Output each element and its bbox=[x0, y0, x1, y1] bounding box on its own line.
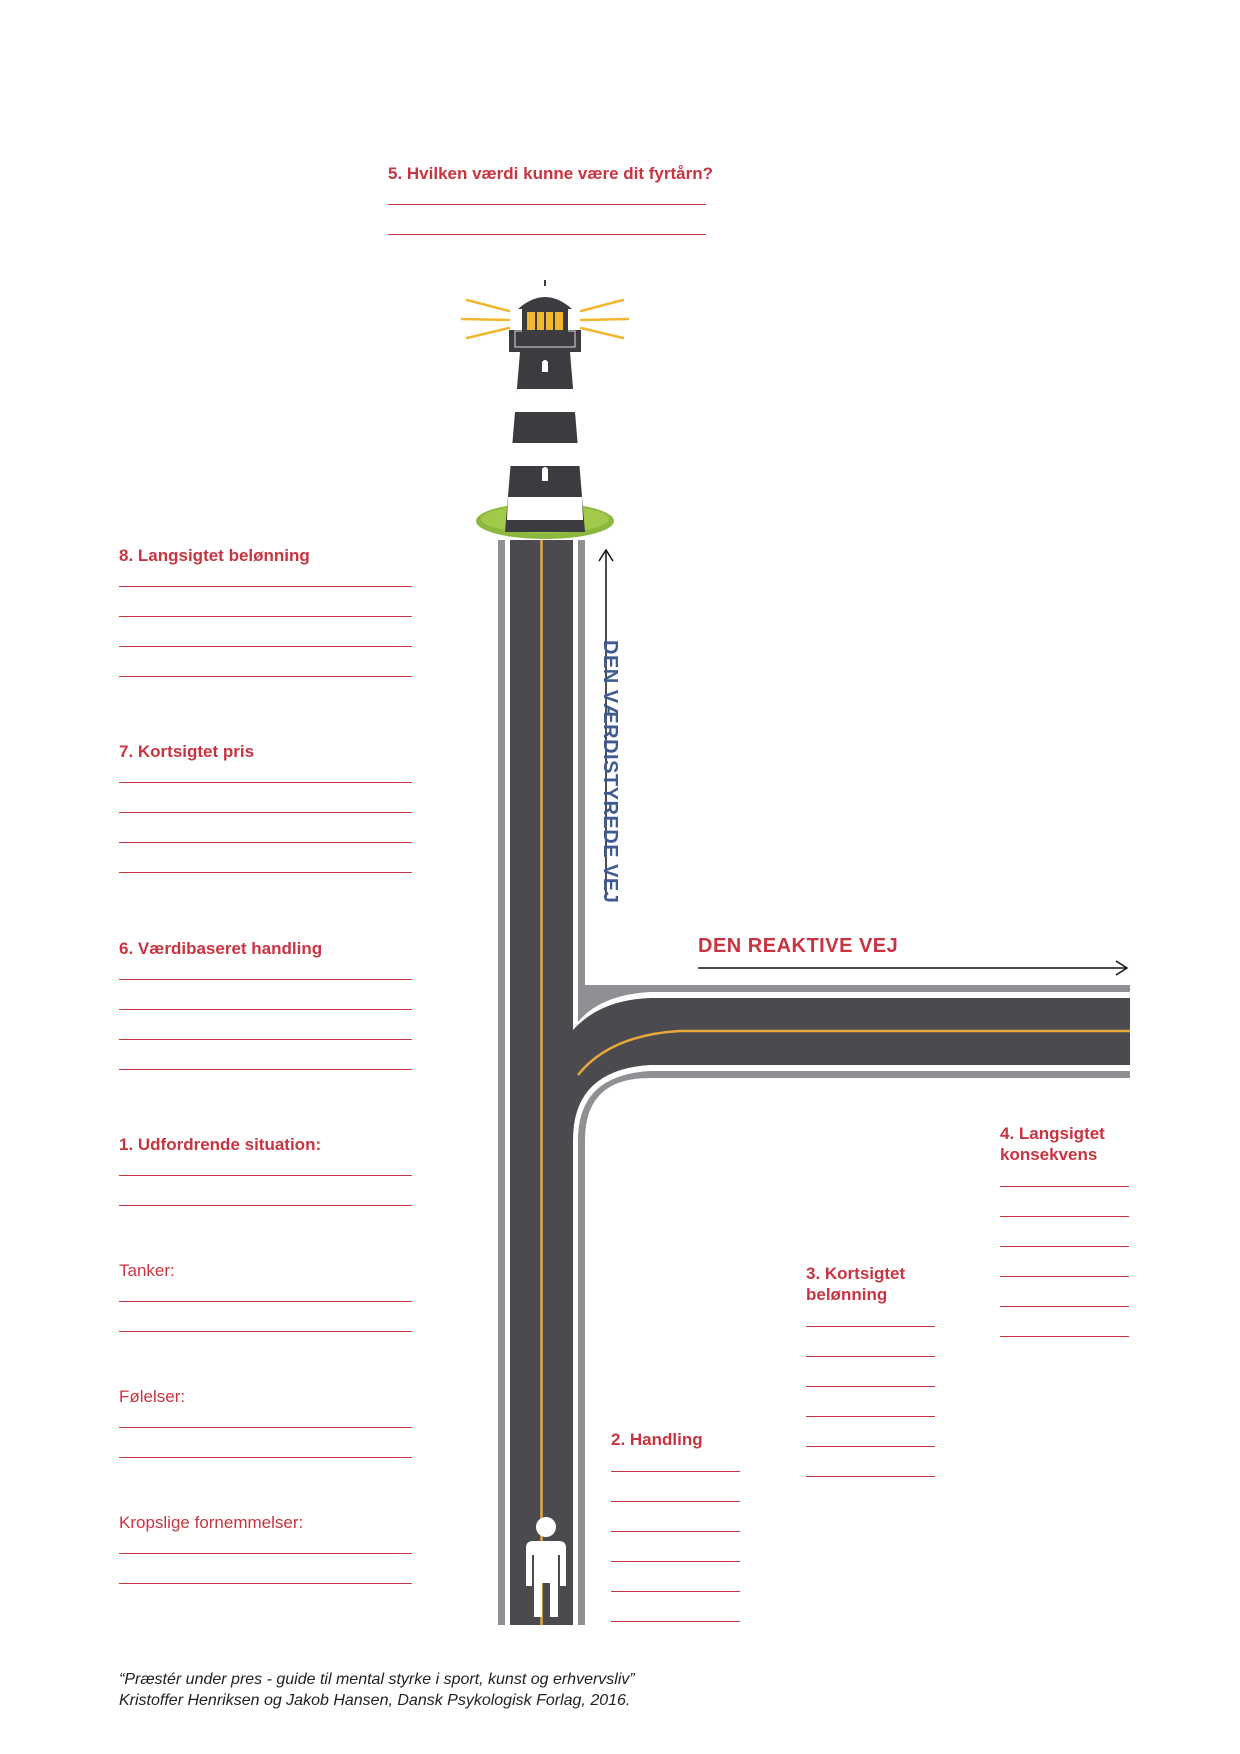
answer-line[interactable] bbox=[611, 1561, 740, 1562]
answer-line[interactable] bbox=[388, 204, 706, 205]
reactive-path-arrow bbox=[698, 960, 1129, 976]
answer-line[interactable] bbox=[119, 646, 412, 647]
answer-line[interactable] bbox=[806, 1476, 935, 1477]
road bbox=[498, 540, 1130, 1625]
answer-line[interactable] bbox=[611, 1471, 740, 1472]
answer-line[interactable] bbox=[119, 842, 412, 843]
answer-line[interactable] bbox=[119, 1069, 412, 1070]
answer-line[interactable] bbox=[806, 1356, 935, 1357]
reactive-path-label: DEN REAKTIVE VEJ bbox=[698, 935, 899, 957]
answer-line[interactable] bbox=[119, 1301, 412, 1302]
answer-line[interactable] bbox=[1000, 1336, 1129, 1337]
answer-line[interactable] bbox=[1000, 1216, 1129, 1217]
answer-line[interactable] bbox=[611, 1531, 740, 1532]
answer-line[interactable] bbox=[806, 1416, 935, 1417]
answer-line[interactable] bbox=[388, 234, 706, 235]
answer-line[interactable] bbox=[1000, 1276, 1129, 1277]
value-path-arrow bbox=[598, 548, 614, 900]
answer-line[interactable] bbox=[1000, 1186, 1129, 1187]
label-challenging-situation: 1. Udfordrende situation: bbox=[119, 1135, 322, 1154]
citation-authors: Kristoffer Henriksen og Jakob Hansen, Da… bbox=[119, 1692, 631, 1709]
answer-line[interactable] bbox=[119, 1583, 412, 1584]
answer-lines-value-based-action bbox=[119, 979, 412, 1099]
value-driven-path-label: DEN VÆRDISTYREDE VEJ bbox=[599, 640, 621, 904]
answer-line[interactable] bbox=[806, 1446, 935, 1447]
answer-line[interactable] bbox=[611, 1591, 740, 1592]
answer-line[interactable] bbox=[119, 872, 412, 873]
answer-line[interactable] bbox=[119, 812, 412, 813]
answer-line[interactable] bbox=[806, 1326, 935, 1327]
answer-line[interactable] bbox=[119, 1553, 412, 1554]
answer-line[interactable] bbox=[119, 1205, 412, 1206]
citation-title: “Præstér under pres - guide til mental s… bbox=[119, 1671, 635, 1688]
label-long-term-consequence: 4. Langsigtet konsekvens bbox=[1000, 1124, 1105, 1164]
answer-line[interactable] bbox=[119, 676, 412, 677]
answer-line[interactable] bbox=[119, 616, 412, 617]
citation: “Præstér under pres - guide til mental s… bbox=[119, 1669, 635, 1711]
label-long-term-reward: 8. Langsigtet belønning bbox=[119, 546, 310, 565]
answer-lines-feelings bbox=[119, 1427, 412, 1487]
person-icon bbox=[526, 1517, 566, 1617]
answer-line[interactable] bbox=[119, 586, 412, 587]
answer-lines-long-term-reward bbox=[119, 586, 412, 706]
lighthouse-icon bbox=[460, 280, 630, 539]
answer-line[interactable] bbox=[611, 1501, 740, 1502]
answer-line[interactable] bbox=[611, 1621, 740, 1622]
answer-lines-bodily-sensations bbox=[119, 1553, 412, 1613]
label-value-based-action: 6. Værdibaseret handling bbox=[119, 939, 323, 958]
answer-lines-short-term-price bbox=[119, 782, 412, 902]
answer-line[interactable] bbox=[1000, 1246, 1129, 1247]
answer-line[interactable] bbox=[119, 1427, 412, 1428]
answer-lines-lighthouse bbox=[388, 204, 706, 264]
answer-line[interactable] bbox=[1000, 1306, 1129, 1307]
label-thoughts: Tanker: bbox=[119, 1261, 175, 1280]
label-action: 2. Handling bbox=[611, 1430, 703, 1449]
question-lighthouse: 5. Hvilken værdi kunne være dit fyrtårn? bbox=[388, 164, 713, 183]
answer-line[interactable] bbox=[806, 1386, 935, 1387]
answer-lines-short-term-reward bbox=[806, 1326, 935, 1506]
label-bodily-sensations: Kropslige fornemmelser: bbox=[119, 1513, 304, 1532]
label-feelings: Følelser: bbox=[119, 1387, 186, 1406]
answer-lines-thoughts bbox=[119, 1301, 412, 1361]
answer-lines-action bbox=[611, 1471, 740, 1651]
answer-line[interactable] bbox=[119, 1175, 412, 1176]
answer-lines-long-term-consequence bbox=[1000, 1186, 1129, 1366]
answer-line[interactable] bbox=[119, 1457, 412, 1458]
label-short-term-reward: 3. Kortsigtet belønning bbox=[806, 1264, 906, 1304]
label-short-term-price: 7. Kortsigtet pris bbox=[119, 742, 255, 761]
answer-line[interactable] bbox=[119, 782, 412, 783]
answer-line[interactable] bbox=[119, 1039, 412, 1040]
answer-line[interactable] bbox=[119, 979, 412, 980]
answer-lines-challenging-situation bbox=[119, 1175, 412, 1235]
answer-line[interactable] bbox=[119, 1331, 412, 1332]
answer-line[interactable] bbox=[119, 1009, 412, 1010]
